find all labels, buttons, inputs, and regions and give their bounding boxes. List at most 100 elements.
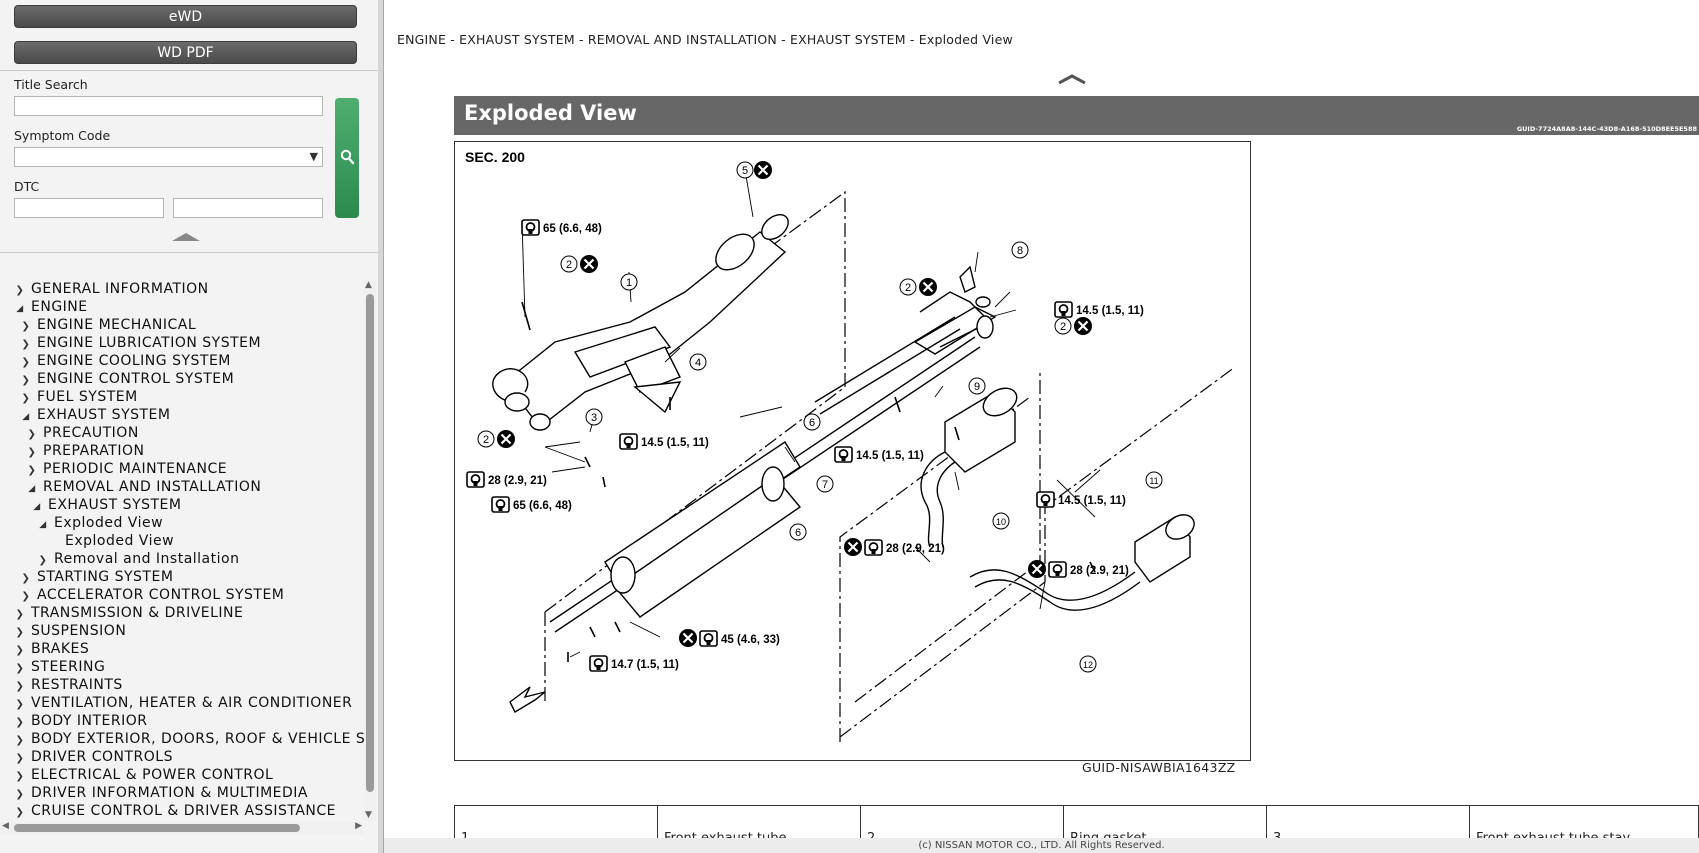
tree-item[interactable]: ❯CRUISE CONTROL & DRIVER ASSISTANCE: [13, 803, 336, 820]
svg-text:2: 2: [483, 434, 489, 446]
chevron-right-icon[interactable]: ❯: [15, 609, 25, 620]
copyright-footer: (c) NISSAN MOTOR CO., LTD. All Rights Re…: [384, 838, 1699, 853]
tree-item[interactable]: ❯ENGINE LUBRICATION SYSTEM: [19, 335, 261, 353]
ewd-button[interactable]: eWD: [14, 5, 357, 28]
chevron-right-icon[interactable]: ❯: [21, 339, 31, 350]
expanded-triangle-icon[interactable]: ◢: [28, 484, 36, 494]
chevron-right-icon[interactable]: ❯: [15, 753, 25, 764]
chevron-right-icon[interactable]: ❯: [15, 807, 25, 818]
tree-item[interactable]: ❯ DRIVER CONTROLS: [13, 749, 173, 767]
tree-item[interactable]: ❯BODY EXTERIOR, DOORS, ROOF & VEHICLE SE: [13, 731, 364, 749]
tree-item[interactable]: ❯BODY INTERIOR: [13, 713, 148, 731]
torque-label: 14.7 (1.5, 11): [611, 659, 679, 671]
tree-item[interactable]: ❯ENGINE MECHANICAL: [19, 317, 196, 335]
tree-item[interactable]: ◢REMOVAL AND INSTALLATION: [25, 479, 261, 497]
scrollbar-thumb[interactable]: [366, 294, 374, 792]
scrollbar-thumb[interactable]: [14, 824, 300, 832]
torque-label: 14.5 (1.5, 11): [1076, 305, 1144, 317]
tree-item[interactable]: ❯ Removal and Installation: [36, 551, 239, 569]
navigation-tree: ❯GENERAL INFORMATION◢ENGINE❯ENGINE MECHA…: [0, 280, 364, 820]
chevron-right-icon[interactable]: ❯: [21, 375, 31, 386]
tree-horizontal-scrollbar[interactable]: ◀ ▶: [0, 821, 364, 834]
tree-item[interactable]: ❯FUEL SYSTEM: [19, 389, 138, 407]
chevron-right-icon[interactable]: ❯: [15, 663, 25, 674]
chevron-right-icon[interactable]: ❯: [15, 771, 25, 782]
chevron-right-icon[interactable]: ❯: [21, 321, 31, 332]
tree-item[interactable]: ❯ TRANSMISSION & DRIVELINE: [13, 605, 243, 623]
callout-4: 4: [689, 353, 707, 371]
expanded-triangle-icon[interactable]: ◢: [22, 412, 30, 422]
tree-item[interactable]: ❯PRECAUTION: [25, 425, 139, 443]
tree-vertical-scrollbar[interactable]: ▲ ▼: [364, 280, 376, 820]
wd-pdf-button[interactable]: WD PDF: [14, 41, 357, 64]
scroll-left-icon[interactable]: ◀: [2, 821, 9, 831]
scroll-up-icon[interactable]: ▲: [365, 280, 372, 290]
chevron-right-icon[interactable]: ❯: [27, 447, 37, 458]
tree-item[interactable]: ❯ VENTILATION, HEATER & AIR CONDITIONER: [13, 695, 352, 713]
tree-item-label: ENGINE COOLING SYSTEM: [37, 353, 231, 369]
main-content: ENGINE - EXHAUST SYSTEM - REMOVAL AND IN…: [384, 0, 1699, 847]
chevron-right-icon[interactable]: ❯: [21, 591, 31, 602]
search-button[interactable]: [335, 98, 359, 218]
tree-item-label: PREPARATION: [43, 443, 145, 459]
chevron-right-icon[interactable]: ❯: [27, 465, 37, 476]
tree-item[interactable]: ❯STEERING: [13, 659, 105, 677]
dtc-label: DTC: [14, 179, 40, 194]
title-search-input[interactable]: [14, 96, 323, 116]
expanded-triangle-icon[interactable]: ◢: [16, 304, 24, 314]
tree-item-label: VENTILATION, HEATER & AIR CONDITIONER: [31, 695, 353, 711]
dtc-input-1[interactable]: [14, 198, 164, 218]
tree-item[interactable]: ❯ BRAKES: [13, 641, 89, 659]
tree-item-label: TRANSMISSION & DRIVELINE: [31, 605, 244, 621]
chevron-right-icon[interactable]: ❯: [38, 555, 48, 566]
tree-item[interactable]: ❯ACCELERATOR CONTROL SYSTEM: [19, 587, 284, 605]
scroll-right-icon[interactable]: ▶: [355, 821, 362, 831]
pane-splitter[interactable]: [378, 0, 384, 853]
chevron-right-icon[interactable]: ❯: [27, 429, 37, 440]
search-icon: [340, 149, 354, 165]
chevron-right-icon[interactable]: ❯: [15, 681, 25, 692]
exhaust-diagram: SEC. 200 5 2 1 4 3 2 6 7 6 8 2 2 9: [465, 149, 1236, 742]
tree-item[interactable]: ◢EXHAUST SYSTEM: [19, 407, 170, 425]
callout-2a: 2: [560, 255, 578, 273]
tree-item[interactable]: ❯ ENGINE COOLING SYSTEM: [19, 353, 231, 371]
chevron-right-icon[interactable]: ❯: [15, 735, 25, 746]
scroll-down-icon[interactable]: ▼: [365, 810, 372, 820]
tree-item[interactable]: ◢ENGINE: [13, 299, 88, 317]
svg-text:2: 2: [566, 259, 572, 271]
expanded-triangle-icon[interactable]: ◢: [33, 502, 41, 512]
tree-item-label: DRIVER CONTROLS: [31, 749, 173, 765]
tree-item-label: Removal and Installation: [54, 551, 240, 567]
tree-item[interactable]: ❯DRIVER INFORMATION & MULTIMEDIA: [13, 785, 308, 803]
tree-item-label: BRAKES: [31, 641, 90, 657]
chevron-right-icon[interactable]: ❯: [21, 357, 31, 368]
tree-item[interactable]: ❯ENGINE CONTROL SYSTEM: [19, 371, 234, 389]
tree-item[interactable]: Exploded View: [47, 533, 174, 551]
svg-text:12: 12: [1083, 660, 1093, 670]
chevron-right-icon[interactable]: ❯: [15, 699, 25, 710]
tree-item[interactable]: ❯PERIODIC MAINTENANCE: [25, 461, 227, 479]
chevron-right-icon[interactable]: ❯: [21, 393, 31, 404]
tree-item[interactable]: ❯ PREPARATION: [25, 443, 144, 461]
tree-item[interactable]: ❯ELECTRICAL & POWER CONTROL: [13, 767, 273, 785]
svg-text:2: 2: [1060, 321, 1066, 333]
dtc-input-2[interactable]: [173, 198, 323, 218]
tree-item[interactable]: ◢Exploded View: [36, 515, 163, 533]
chevron-right-icon[interactable]: ❯: [15, 627, 25, 638]
chevron-right-icon[interactable]: ❯: [15, 645, 25, 656]
chevron-right-icon[interactable]: ❯: [21, 573, 31, 584]
chevron-right-icon[interactable]: ❯: [15, 789, 25, 800]
section-title: Exploded View: [464, 101, 637, 125]
collapse-search-icon[interactable]: [172, 233, 200, 241]
tree-item[interactable]: ◢EXHAUST SYSTEM: [30, 497, 181, 515]
expanded-triangle-icon[interactable]: ◢: [39, 520, 47, 530]
tree-item[interactable]: ❯RESTRAINTS: [13, 677, 123, 695]
symptom-code-select[interactable]: ▼: [14, 147, 323, 167]
tree-item-label: STARTING SYSTEM: [37, 569, 174, 585]
tree-item[interactable]: ❯GENERAL INFORMATION: [13, 281, 209, 299]
chevron-right-icon[interactable]: ❯: [15, 285, 25, 296]
scroll-top-icon[interactable]: [1057, 73, 1087, 85]
chevron-right-icon[interactable]: ❯: [15, 717, 25, 728]
tree-item[interactable]: ❯ STARTING SYSTEM: [19, 569, 173, 587]
tree-item[interactable]: ❯SUSPENSION: [13, 623, 126, 641]
